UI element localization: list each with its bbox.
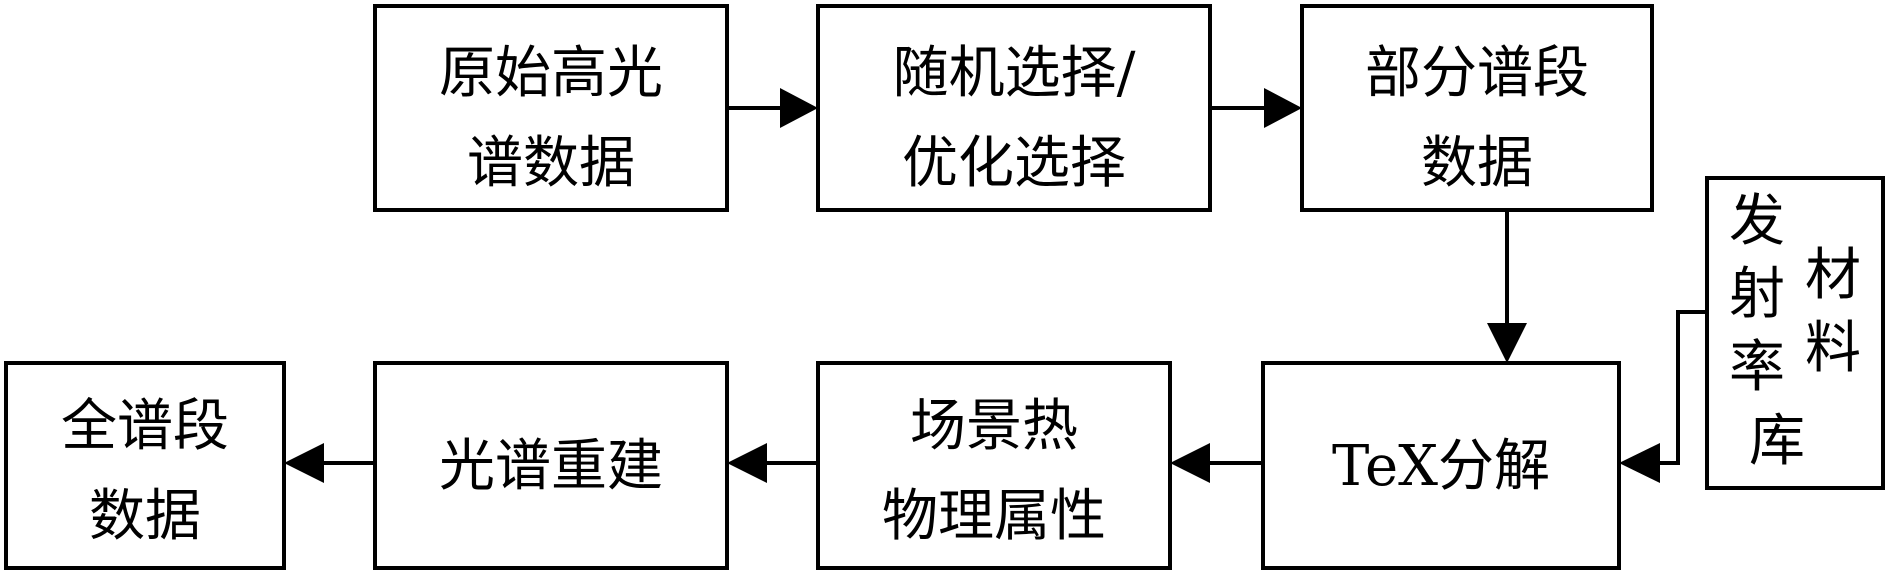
arrow-tex-to-scene [1170,443,1263,483]
node-full-band-data-line-2: 数据 [89,484,201,549]
arrow-selection-to-partial-head [1264,88,1302,128]
node-raw-data-box [373,4,729,212]
node-full-band-data-box [4,361,286,570]
node-partial-band-data: 部分谱段 数据 [1300,4,1654,212]
node-emissivity-library-char-4: 材 [1805,243,1861,308]
node-scene-properties: 场景热 物理属性 [816,361,1172,570]
node-emissivity-library: 发 射 率 材 料 库 [1705,176,1885,490]
node-band-selection-line-1: 随机选择/ [893,41,1136,106]
node-spectral-reconstruction-label: 光谱重建 [439,434,663,499]
arrow-raw-to-selection [727,88,818,128]
arrow-reconstruction-to-full [284,443,375,483]
node-emissivity-library-char-3: 率 [1729,335,1785,400]
node-scene-properties-box [816,361,1172,570]
arrow-tex-to-scene-head [1170,443,1210,483]
arrow-scene-to-reconstruction-head [727,443,767,483]
node-emissivity-library-char-6: 库 [1749,409,1805,474]
node-band-selection-box [816,4,1212,212]
node-emissivity-library-char-1: 发 [1729,189,1785,254]
node-raw-data-line-2: 谱数据 [467,131,635,196]
node-tex-decomposition-label: TeX分解 [1332,434,1550,499]
arrow-partial-to-tex-head [1487,323,1527,363]
arrow-library-to-tex-line [1658,310,1707,465]
node-full-band-data: 全谱段 数据 [4,361,286,570]
node-scene-properties-line-1: 场景热 [910,394,1078,459]
node-raw-data-line-1: 原始高光 [439,41,663,106]
arrow-library-to-tex [1619,310,1707,483]
node-full-band-data-line-1: 全谱段 [61,394,229,459]
arrow-selection-to-partial [1210,88,1302,128]
arrow-library-to-tex-head [1619,443,1660,483]
node-partial-band-data-box [1300,4,1654,212]
node-band-selection-line-2: 优化选择 [902,131,1126,196]
node-scene-properties-line-2: 物理属性 [882,484,1106,549]
node-spectral-reconstruction: 光谱重建 [373,361,729,570]
arrow-raw-to-selection-head [780,88,818,128]
node-spectral-reconstruction-box [373,361,729,570]
node-tex-decomposition-box [1261,361,1621,570]
node-tex-decomposition: TeX分解 [1261,361,1621,570]
node-emissivity-library-box [1705,176,1885,490]
arrow-reconstruction-to-full-head [284,443,324,483]
node-partial-band-data-line-1: 部分谱段 [1365,41,1589,106]
arrow-scene-to-reconstruction [727,443,818,483]
arrow-partial-to-tex [1487,210,1527,363]
node-band-selection: 随机选择/ 优化选择 [816,4,1212,212]
node-raw-data: 原始高光 谱数据 [373,4,729,212]
node-partial-band-data-line-2: 数据 [1421,131,1533,196]
node-emissivity-library-char-2: 射 [1729,262,1785,327]
node-emissivity-library-char-5: 料 [1805,316,1861,381]
